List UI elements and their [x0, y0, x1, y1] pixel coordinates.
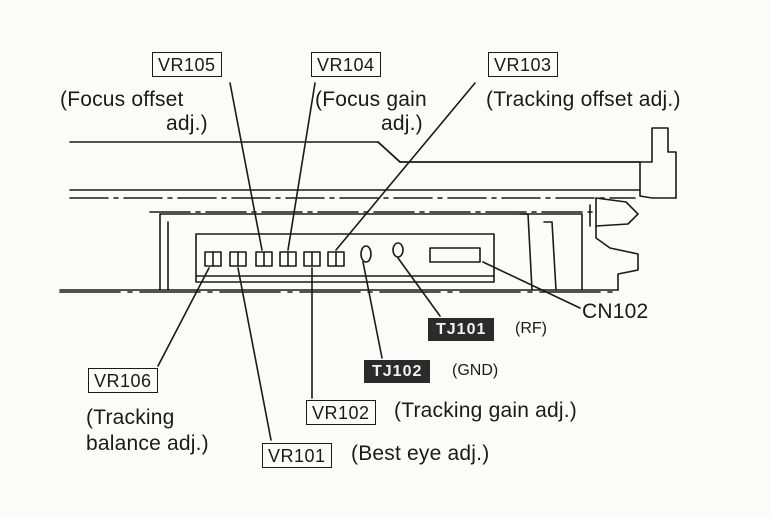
- inner-chassis: [159, 213, 583, 291]
- vr106-tag: VR106: [88, 368, 158, 393]
- potentiometer-row: [204, 251, 345, 267]
- tj102-note: (GND): [452, 362, 499, 379]
- vr105-description-line1: (Focus offset: [60, 88, 184, 111]
- test-point-tj102: [360, 245, 372, 263]
- leader-vr101: [237, 267, 272, 441]
- vr103-tag: VR103: [488, 52, 558, 77]
- leader-vr105: [229, 82, 263, 251]
- vr104-description-line2: adj.): [381, 112, 423, 135]
- test-point-tj101: [392, 242, 404, 258]
- loading-tray-edge: [595, 197, 639, 227]
- top-chassis-plate: [69, 127, 677, 199]
- support-post-right: [543, 221, 557, 291]
- leader-vr104: [287, 82, 316, 251]
- front-bezel: [639, 161, 677, 199]
- circuit-board: [195, 233, 495, 283]
- support-post-left: [519, 213, 533, 291]
- vr102-tag: VR102: [306, 400, 376, 425]
- vr105-description-line2: adj.): [166, 112, 208, 135]
- leader-vr103: [335, 82, 476, 251]
- connector-cn102: [429, 247, 481, 263]
- vr103-description: (Tracking offset adj.): [486, 88, 681, 111]
- vr106-description-line1: (Tracking: [86, 406, 175, 429]
- vr104-description-line1: (Focus gain: [315, 88, 427, 111]
- leader-vr106: [157, 267, 210, 367]
- vr105-tag: VR105: [152, 52, 222, 77]
- leader-tj101: [397, 257, 441, 317]
- cn102-label: CN102: [582, 300, 649, 323]
- vr104-tag: VR104: [311, 52, 381, 77]
- vr102-description: (Tracking gain adj.): [394, 399, 577, 422]
- tj101-note: (RF): [515, 320, 547, 337]
- leader-tj102: [362, 261, 383, 359]
- vr101-description: (Best eye adj.): [351, 442, 490, 465]
- vr106-description-line2: balance adj.): [86, 432, 209, 455]
- vr101-tag: VR101: [262, 443, 332, 468]
- tj101-tag: TJ101: [428, 318, 495, 341]
- tj102-tag: TJ102: [364, 360, 431, 383]
- leader-cn102: [482, 261, 581, 309]
